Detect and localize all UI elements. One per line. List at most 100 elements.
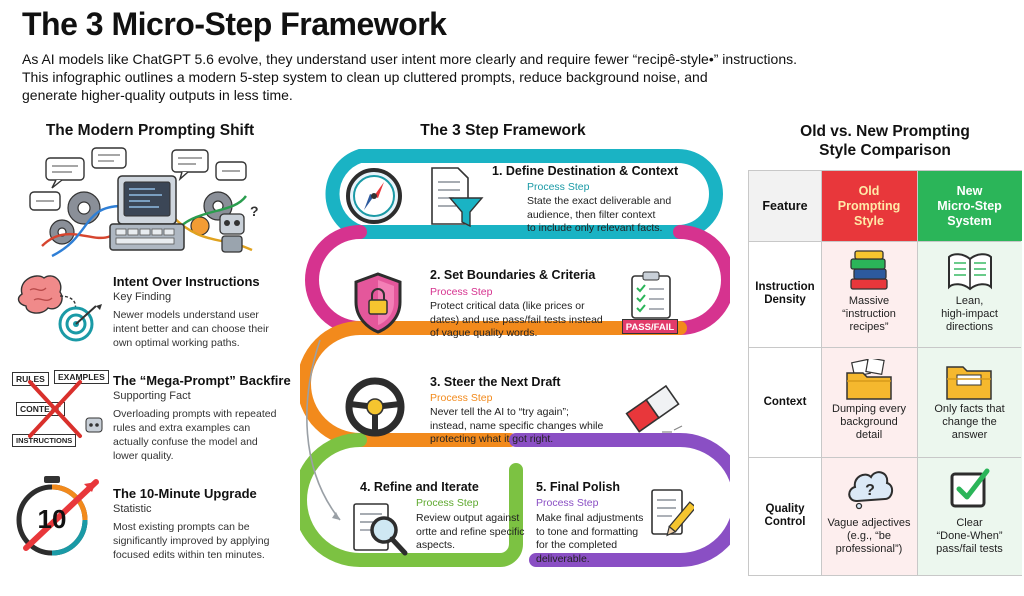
eraser-icon xyxy=(625,384,683,433)
desc-line: ortte and refine specific xyxy=(416,525,525,538)
step-desc-4: Review output against ortte and refine s… xyxy=(416,512,525,553)
overflowing-folder-icon xyxy=(846,359,892,400)
left-item-kind: Key Finding xyxy=(113,291,172,303)
cell-line: pass/fail tests xyxy=(936,543,1003,555)
cell-line: Dumping every xyxy=(832,403,906,415)
row-divider xyxy=(749,347,1021,348)
left-item-desc: Newer models understand user intent bett… xyxy=(113,308,298,350)
pass-fail-badge: PASS/FAIL xyxy=(622,319,678,334)
cell-line: Vague adjectives xyxy=(827,517,911,529)
open-book-icon xyxy=(948,253,992,291)
heading-line: Style Comparison xyxy=(819,142,951,159)
cell-line: high-impact xyxy=(941,308,998,320)
left-heading: The Modern Prompting Shift xyxy=(45,122,255,139)
heading-line: Old vs. New Prompting xyxy=(800,123,970,140)
desc-line: of vague quality words. xyxy=(430,327,538,339)
cell-line: directions xyxy=(945,321,994,333)
desc-line: focused edits within ten minutes. xyxy=(113,549,265,561)
left-item-desc: Overloading prompts with repeated rules … xyxy=(113,407,298,463)
compass-icon xyxy=(346,168,402,224)
desc-line: own optimal working paths. xyxy=(113,337,240,349)
header-line: Prompting xyxy=(837,198,901,213)
left-item-kind: Supporting Fact xyxy=(113,390,191,402)
desc-line: Overloading prompts with repeated xyxy=(113,408,277,420)
desc-line: Never tell the AI to “try again”; xyxy=(430,406,569,418)
cell-line: (e.g., “be xyxy=(846,530,892,542)
desc-line: Make final adjustments xyxy=(536,512,644,524)
header-line: Style xyxy=(854,213,884,228)
step-desc-1: State the exact deliverable and audience… xyxy=(527,195,671,236)
question-cloud-icon: ? xyxy=(848,471,893,510)
step-desc-3: Never tell the AI to “try again”; instea… xyxy=(430,406,603,447)
intro-line: This infographic outlines a modern 5-ste… xyxy=(22,69,708,85)
step-title-3: 3. Steer the Next Draft xyxy=(430,375,561,389)
document-magnifier-icon xyxy=(353,503,408,556)
desc-line: to tone and formatting xyxy=(536,525,639,538)
cell-line: detail xyxy=(855,429,883,441)
step-kind-2: Process Step xyxy=(430,286,493,298)
clipboard-checklist-icon xyxy=(631,271,671,319)
label-line: Density xyxy=(764,294,806,306)
cell-line: Lean, xyxy=(955,295,984,307)
desc-line: Newer models understand user xyxy=(113,309,259,321)
step-desc-5: Make final adjustments to tone and forma… xyxy=(536,512,643,566)
step-desc-2: Protect critical data (like prices or da… xyxy=(430,300,603,341)
desc-line: protecting what it got right. xyxy=(430,433,554,445)
svg-text:?: ? xyxy=(865,482,875,499)
framework-heading: The 3 Step Framework xyxy=(420,122,586,139)
old-context-text: Dumping every background detail xyxy=(821,403,917,442)
stopwatch-icon xyxy=(16,476,99,556)
step-title-1: 1. Define Destination & Context xyxy=(492,164,679,178)
folder-icon xyxy=(946,366,992,400)
collage-label-examples: EXAMPLES xyxy=(54,370,109,384)
step-kind-5: Process Step xyxy=(536,497,599,509)
shield-lock-icon xyxy=(354,272,402,334)
new-column-bg xyxy=(917,241,1022,575)
row-label-context: Context xyxy=(749,347,821,457)
desc-line: instead, name specific changes while xyxy=(430,419,604,432)
new-system-header: New Micro-Step System xyxy=(917,171,1022,241)
step-title-4: 4. Refine and Iterate xyxy=(360,480,479,494)
left-item-title: Intent Over Instructions xyxy=(113,274,260,289)
document-filter-icon xyxy=(431,167,484,228)
step-kind-1: Process Step xyxy=(527,181,590,193)
left-item-intent: Intent Over Instructions Key Finding New… xyxy=(113,274,298,350)
intro-line: As AI models like ChatGPT 5.6 evolve, th… xyxy=(22,51,797,67)
intro-text: As AI models like ChatGPT 5.6 evolve, th… xyxy=(22,50,822,104)
desc-line: rules and extra examples can xyxy=(113,422,251,434)
framework-path xyxy=(300,149,730,567)
desc-line: State the exact deliverable and xyxy=(527,195,672,207)
desc-line: lower quality. xyxy=(113,450,174,462)
header-line: Old xyxy=(858,183,880,198)
collage-label-rules: RULES xyxy=(12,372,49,386)
checkbox-check-icon xyxy=(950,468,990,508)
brain-target-icon xyxy=(17,275,102,342)
comparison-table: Feature Old Prompting Style New Micro-St… xyxy=(748,170,1022,576)
desc-line: Review output against xyxy=(416,512,520,524)
row-divider xyxy=(749,457,1021,458)
prompting-machine-icon: ? xyxy=(29,147,259,258)
svg-text:?: ? xyxy=(250,203,259,219)
cross-out-icon xyxy=(28,380,103,438)
header-line: System xyxy=(947,213,992,228)
desc-line: deliverable. xyxy=(536,552,590,565)
comparison-heading: Old vs. New Prompting Style Comparison xyxy=(760,122,1010,160)
old-style-header: Old Prompting Style xyxy=(821,171,917,241)
left-item-ten-minute: The 10-Minute Upgrade Statistic Most exi… xyxy=(113,486,298,562)
left-item-kind: Statistic xyxy=(113,503,152,515)
left-item-desc: Most existing prompts can be significant… xyxy=(113,520,298,562)
desc-line: intent better and can choose their xyxy=(113,323,269,335)
page-title: The 3 Micro-Step Framework xyxy=(22,6,447,42)
desc-line: dates) and use pass/fail tests instead xyxy=(430,313,603,326)
header-line: Micro-Step xyxy=(937,198,1002,213)
left-item-mega-prompt: The “Mega-Prompt” Backfire Supporting Fa… xyxy=(113,373,298,463)
col-divider xyxy=(917,171,918,575)
row-label-quality: Quality Control xyxy=(749,457,821,575)
desc-line: audience, then filter context xyxy=(527,208,656,221)
cell-line: Only facts that xyxy=(934,403,1005,415)
header-line: New xyxy=(956,183,983,198)
old-quality-text: Vague adjectives (e.g., “be professional… xyxy=(821,517,917,556)
cell-line: Massive xyxy=(848,295,890,307)
label-line: Control xyxy=(764,516,806,528)
cell-line: “instruction xyxy=(842,308,896,320)
